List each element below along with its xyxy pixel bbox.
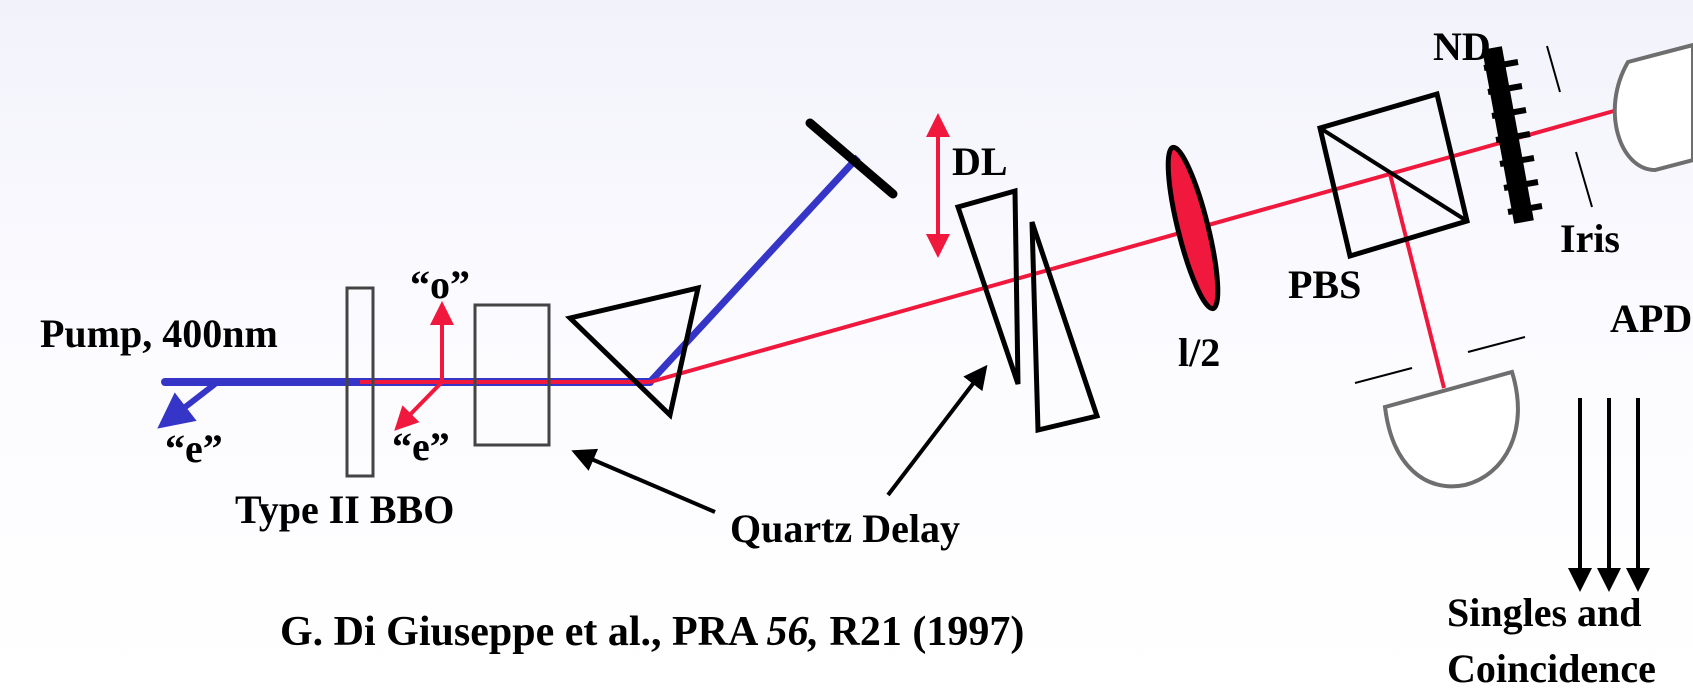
iris-label: Iris [1560, 216, 1620, 261]
apd-detector-bottom [1382, 369, 1520, 489]
prism [564, 284, 702, 420]
quartz-pointer-block [571, 448, 716, 514]
singles-label-line1: Singles and [1447, 590, 1642, 635]
e-label-left: “e” [165, 426, 223, 471]
quartz-delay-label: Quartz Delay [730, 506, 960, 551]
singles-label-line2: Coincidence [1447, 646, 1656, 691]
citation: G. Di Giuseppe et al., PRA 56, R21 (1997… [280, 609, 1024, 655]
half-wave-symbol: l [1178, 330, 1189, 375]
e-label-center: “e” [392, 424, 450, 469]
iris-bottom [1354, 336, 1526, 384]
mirror [805, 118, 898, 199]
e-polarization-arrow-center [394, 380, 444, 431]
reflected-beam [1388, 173, 1446, 389]
apd-detector-top [1612, 42, 1693, 173]
nd-filter [1482, 46, 1543, 224]
nd-label: ND [1433, 24, 1491, 69]
pump-beam [157, 154, 861, 429]
e-polarization-arrow-left [157, 381, 217, 429]
citation-suffix: R21 (1997) [819, 609, 1024, 655]
quartz-delay-block [473, 303, 551, 447]
o-e-polarization-arrows [394, 301, 454, 431]
pbs-label: PBS [1288, 262, 1361, 307]
bbo-crystal [345, 286, 375, 478]
bbo-label: Type II BBO [235, 487, 454, 532]
o-label: “o” [410, 262, 470, 307]
apd-label: APD [1610, 296, 1692, 341]
half-wave-fraction: /2 [1188, 330, 1220, 375]
signal-output-arrows [1568, 398, 1650, 592]
dl-label: DL [952, 139, 1008, 184]
citation-volume: 56, [767, 609, 820, 655]
quartz-wedge-1 [954, 187, 1021, 385]
half-wave-label: l/2 [1178, 330, 1220, 375]
iris-top [1546, 45, 1593, 208]
polarizing-beam-splitter [1317, 90, 1470, 260]
citation-prefix: G. Di Giuseppe et al., PRA [280, 609, 767, 655]
quartz-wedge-2 [1029, 221, 1101, 434]
quartz-pointer-wedge [886, 364, 988, 497]
down-converted-beam [360, 105, 1629, 389]
pump-label: Pump, 400nm [40, 311, 278, 356]
half-wave-plate [1165, 144, 1221, 312]
